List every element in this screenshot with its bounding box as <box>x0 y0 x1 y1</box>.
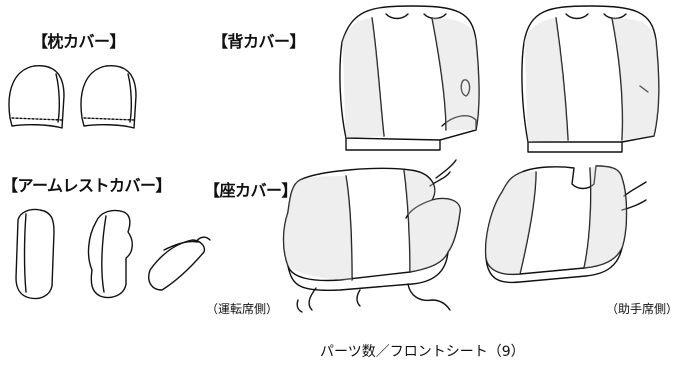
passenger-side-label: （助手席側） <box>606 302 679 316</box>
pillow-cover-icon <box>8 65 65 129</box>
back-cover-icon <box>521 5 660 153</box>
parts-count-label: パーツ数／フロントシート（9） <box>320 344 525 360</box>
armrest-cover-icon <box>87 209 133 299</box>
seat-cover-label: 【座カバー】 <box>204 181 298 200</box>
seat-cover-icon <box>282 159 461 313</box>
pillow-cover-icon <box>80 65 137 129</box>
armrest-cover-icon <box>148 236 211 291</box>
pillow-cover-label: 【枕カバー】 <box>32 32 126 51</box>
armrest-cover-icon <box>15 208 55 300</box>
back-cover-icon <box>339 5 480 151</box>
armrest-cover-label: 【アームレストカバー】 <box>2 176 172 195</box>
seat-cover-icon <box>484 165 647 284</box>
back-cover-label: 【背カバー】 <box>212 32 306 51</box>
driver-side-label: （運転席側） <box>206 302 279 316</box>
panel-shading <box>283 18 659 280</box>
